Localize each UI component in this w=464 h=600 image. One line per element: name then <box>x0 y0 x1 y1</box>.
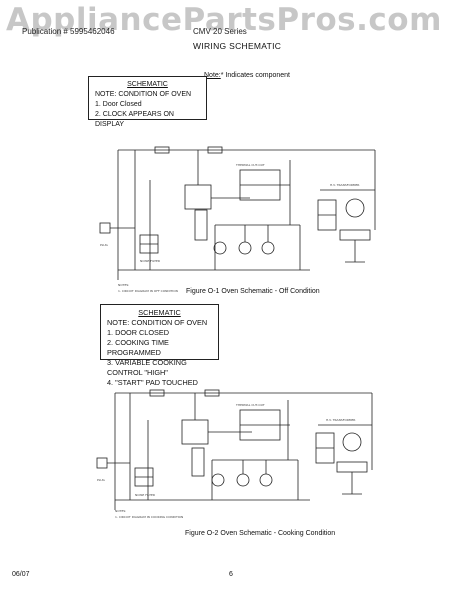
page-number: 6 <box>229 571 233 578</box>
schematic-2-line: 2. COOKING TIME PROGRAMMED <box>107 338 169 357</box>
svg-text:THERMAL CUT-OUT: THERMAL CUT-OUT <box>235 163 265 167</box>
figure-o1-caption: Figure O-1 Oven Schematic - Off Conditio… <box>186 288 320 295</box>
component-note: Note:* Indicates component <box>204 72 290 79</box>
svg-text:H.V. TRANSFORMER: H.V. TRANSFORMER <box>326 418 355 422</box>
svg-text:PLUG: PLUG <box>100 243 109 247</box>
svg-text:NOTES:: NOTES: <box>118 283 129 287</box>
schematic-1-line: NOTE: CONDITION OF OVEN <box>95 91 192 98</box>
page-title: WIRING SCHEMATIC <box>193 41 282 51</box>
schematic-1-box-title: SCHEMATIC <box>127 81 168 88</box>
schematic-1-line: 2. CLOCK APPEARS ON DISPLAY <box>95 111 174 128</box>
model-series: CMV 20 Series <box>193 27 247 36</box>
svg-text:1. CIRCUIT DIAGRAM IN OFF COND: 1. CIRCUIT DIAGRAM IN OFF CONDITION <box>118 289 178 293</box>
footer-date: 06/07 <box>12 571 30 578</box>
schematic-2-line: 4. "START" PAD TOUCHED <box>107 378 198 387</box>
svg-text:THERMAL CUT-OUT: THERMAL CUT-OUT <box>235 403 265 407</box>
watermark-text: AppliancePartsPros.com <box>6 2 442 38</box>
note-text: * Indicates component <box>220 72 290 79</box>
schematic-1-line: 1. Door Closed <box>95 101 142 108</box>
schematic-2-line: 1. DOOR CLOSED <box>107 328 170 337</box>
svg-text:NOISE FILTER: NOISE FILTER <box>135 493 155 497</box>
schematic-2-line: NOTE: CONDITION OF OVEN <box>107 318 208 327</box>
publication-number: Publication # 5995462046 <box>22 27 115 36</box>
schematic-2-condition-box: SCHEMATIC NOTE: CONDITION OF OVEN 1. DOO… <box>100 304 219 387</box>
note-prefix: Note: <box>204 72 221 79</box>
figure-o2-caption: Figure O-2 Oven Schematic - Cooking Cond… <box>185 530 336 537</box>
svg-text:H.V. TRANSFORMER: H.V. TRANSFORMER <box>330 183 359 187</box>
schematic-2-line: 3. VARIABLE COOKING CONTROL "HIGH" <box>107 358 187 377</box>
svg-text:1. CIRCUIT DIAGRAM IN COOKING: 1. CIRCUIT DIAGRAM IN COOKING CONDITION <box>115 515 183 519</box>
schematic-2-box-title: SCHEMATIC <box>138 308 181 317</box>
svg-text:NOTES:: NOTES: <box>115 509 126 513</box>
svg-text:NOISE FILTER: NOISE FILTER <box>140 259 160 263</box>
schematic-1-condition-box: SCHEMATIC NOTE: CONDITION OF OVEN 1. Doo… <box>88 76 207 128</box>
svg-text:PLUG: PLUG <box>97 478 106 482</box>
